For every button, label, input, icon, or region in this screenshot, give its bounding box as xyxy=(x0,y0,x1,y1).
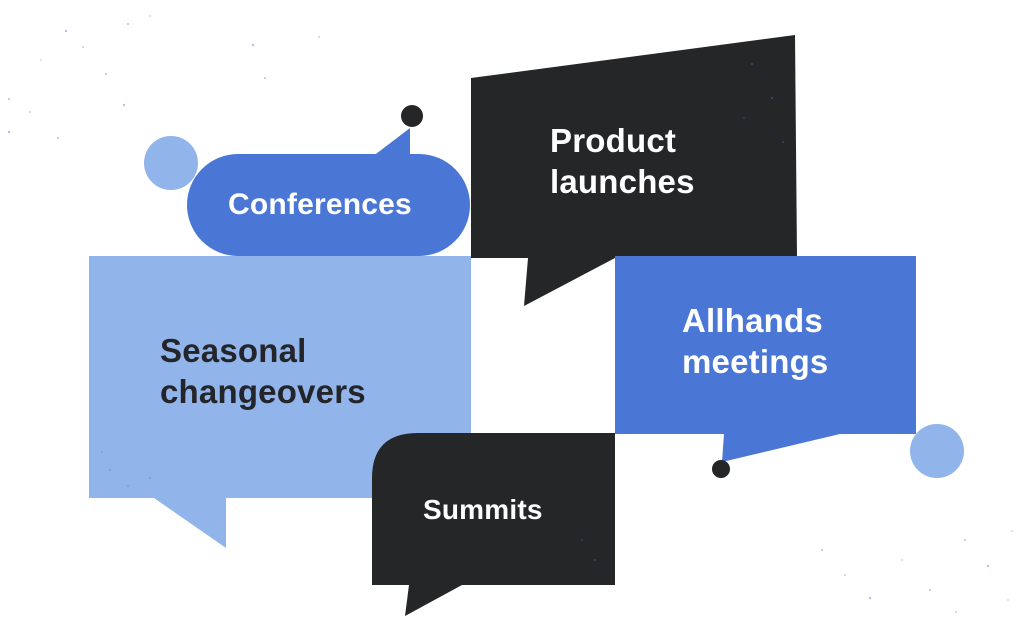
conferences-tail xyxy=(368,128,410,160)
allhands-meetings-label: Allhands meetings xyxy=(682,300,828,382)
seasonal-changeovers-label: Seasonal changeovers xyxy=(160,330,366,412)
dark-dot-top xyxy=(401,105,423,127)
dark-dot-bottom xyxy=(712,460,730,478)
allhands-meetings-bubble xyxy=(615,256,916,462)
product-launches-bubble xyxy=(471,35,797,306)
product-launches-line-2: launches xyxy=(550,163,695,200)
product-launches-label: Product launches xyxy=(550,120,695,202)
conferences-label: Conferences xyxy=(228,186,412,224)
summits-line-1: Summits xyxy=(423,494,543,525)
light-blue-dot-left xyxy=(144,136,198,190)
conferences-bubble xyxy=(187,154,470,256)
product-launches-line-1: Product xyxy=(550,122,677,159)
light-blue-dot-right xyxy=(910,424,964,478)
summits-bubble xyxy=(372,433,615,616)
speckles xyxy=(7,15,1013,613)
seasonal-changeovers-line-1: Seasonal xyxy=(160,332,307,369)
allhands-meetings-line-1: Allhands xyxy=(682,302,823,339)
summits-label: Summits xyxy=(423,492,543,528)
conferences-line-1: Conferences xyxy=(228,188,412,221)
seasonal-changeovers-line-2: changeovers xyxy=(160,373,366,410)
allhands-meetings-line-2: meetings xyxy=(682,343,829,380)
